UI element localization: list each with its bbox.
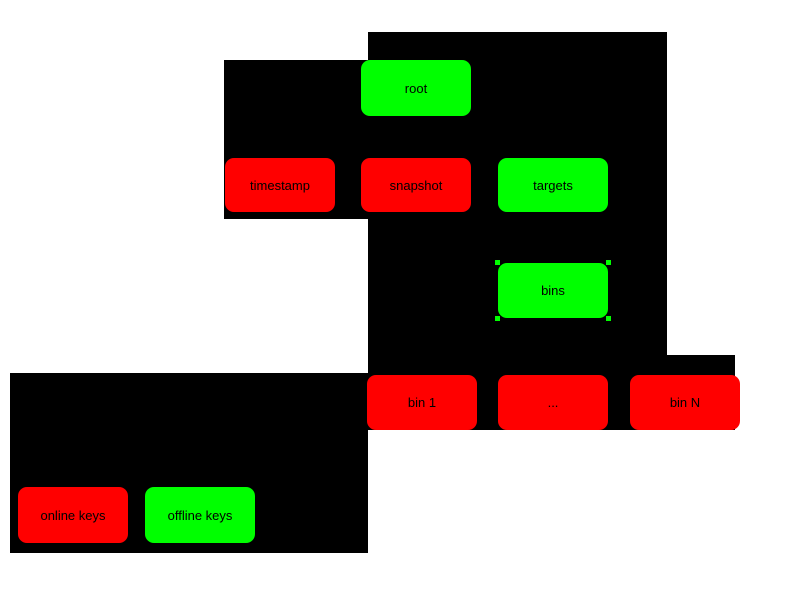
node-label: offline keys [167,507,233,523]
node-bins[interactable]: bins [495,260,611,321]
node-timestamp[interactable]: timestamp [225,158,335,212]
node-label: bin N [669,395,701,410]
node-root[interactable]: root [361,60,471,116]
node-bin-ellipsis[interactable]: ... [498,375,608,430]
node-label: online keys [40,507,106,523]
node-label: root [404,80,428,96]
node-snapshot[interactable]: snapshot [361,158,471,212]
selection-handle-tl[interactable] [495,260,500,265]
selection-handle-bl[interactable] [495,316,500,321]
node-label: bin 1 [407,395,437,410]
node-offline-keys[interactable]: offline keys [145,487,255,543]
node-targets[interactable]: targets [498,158,608,212]
selection-handle-br[interactable] [606,316,611,321]
node-online-keys[interactable]: online keys [18,487,128,543]
node-label: ... [547,395,559,410]
node-label: snapshot [389,177,443,193]
selection-handle-tr[interactable] [606,260,611,265]
node-label: timestamp [250,177,310,193]
node-bin-1[interactable]: bin 1 [367,375,477,430]
node-bin-n[interactable]: bin N [630,375,740,430]
node-label: targets [533,177,573,193]
node-label: bins [541,283,565,298]
